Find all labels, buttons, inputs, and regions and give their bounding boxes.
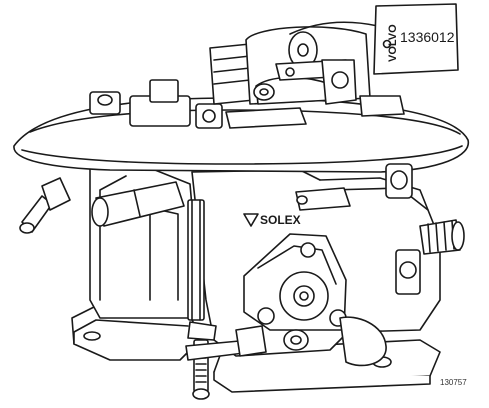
solex-emblem <box>243 213 259 227</box>
fuel-inlet-nipple <box>19 177 185 234</box>
throttle-lever <box>235 233 387 367</box>
tag-brand: VOLVO <box>387 24 399 62</box>
accelerator-pump <box>295 163 465 295</box>
throttle-shaft <box>185 199 253 400</box>
solex-marking: SOLEX <box>260 213 301 227</box>
part-tag <box>373 3 459 75</box>
tag-part-number: 1336012 <box>400 29 455 45</box>
figure-number: 130757 <box>440 378 467 387</box>
top-linkages <box>89 26 405 129</box>
tag-wire <box>289 21 379 35</box>
